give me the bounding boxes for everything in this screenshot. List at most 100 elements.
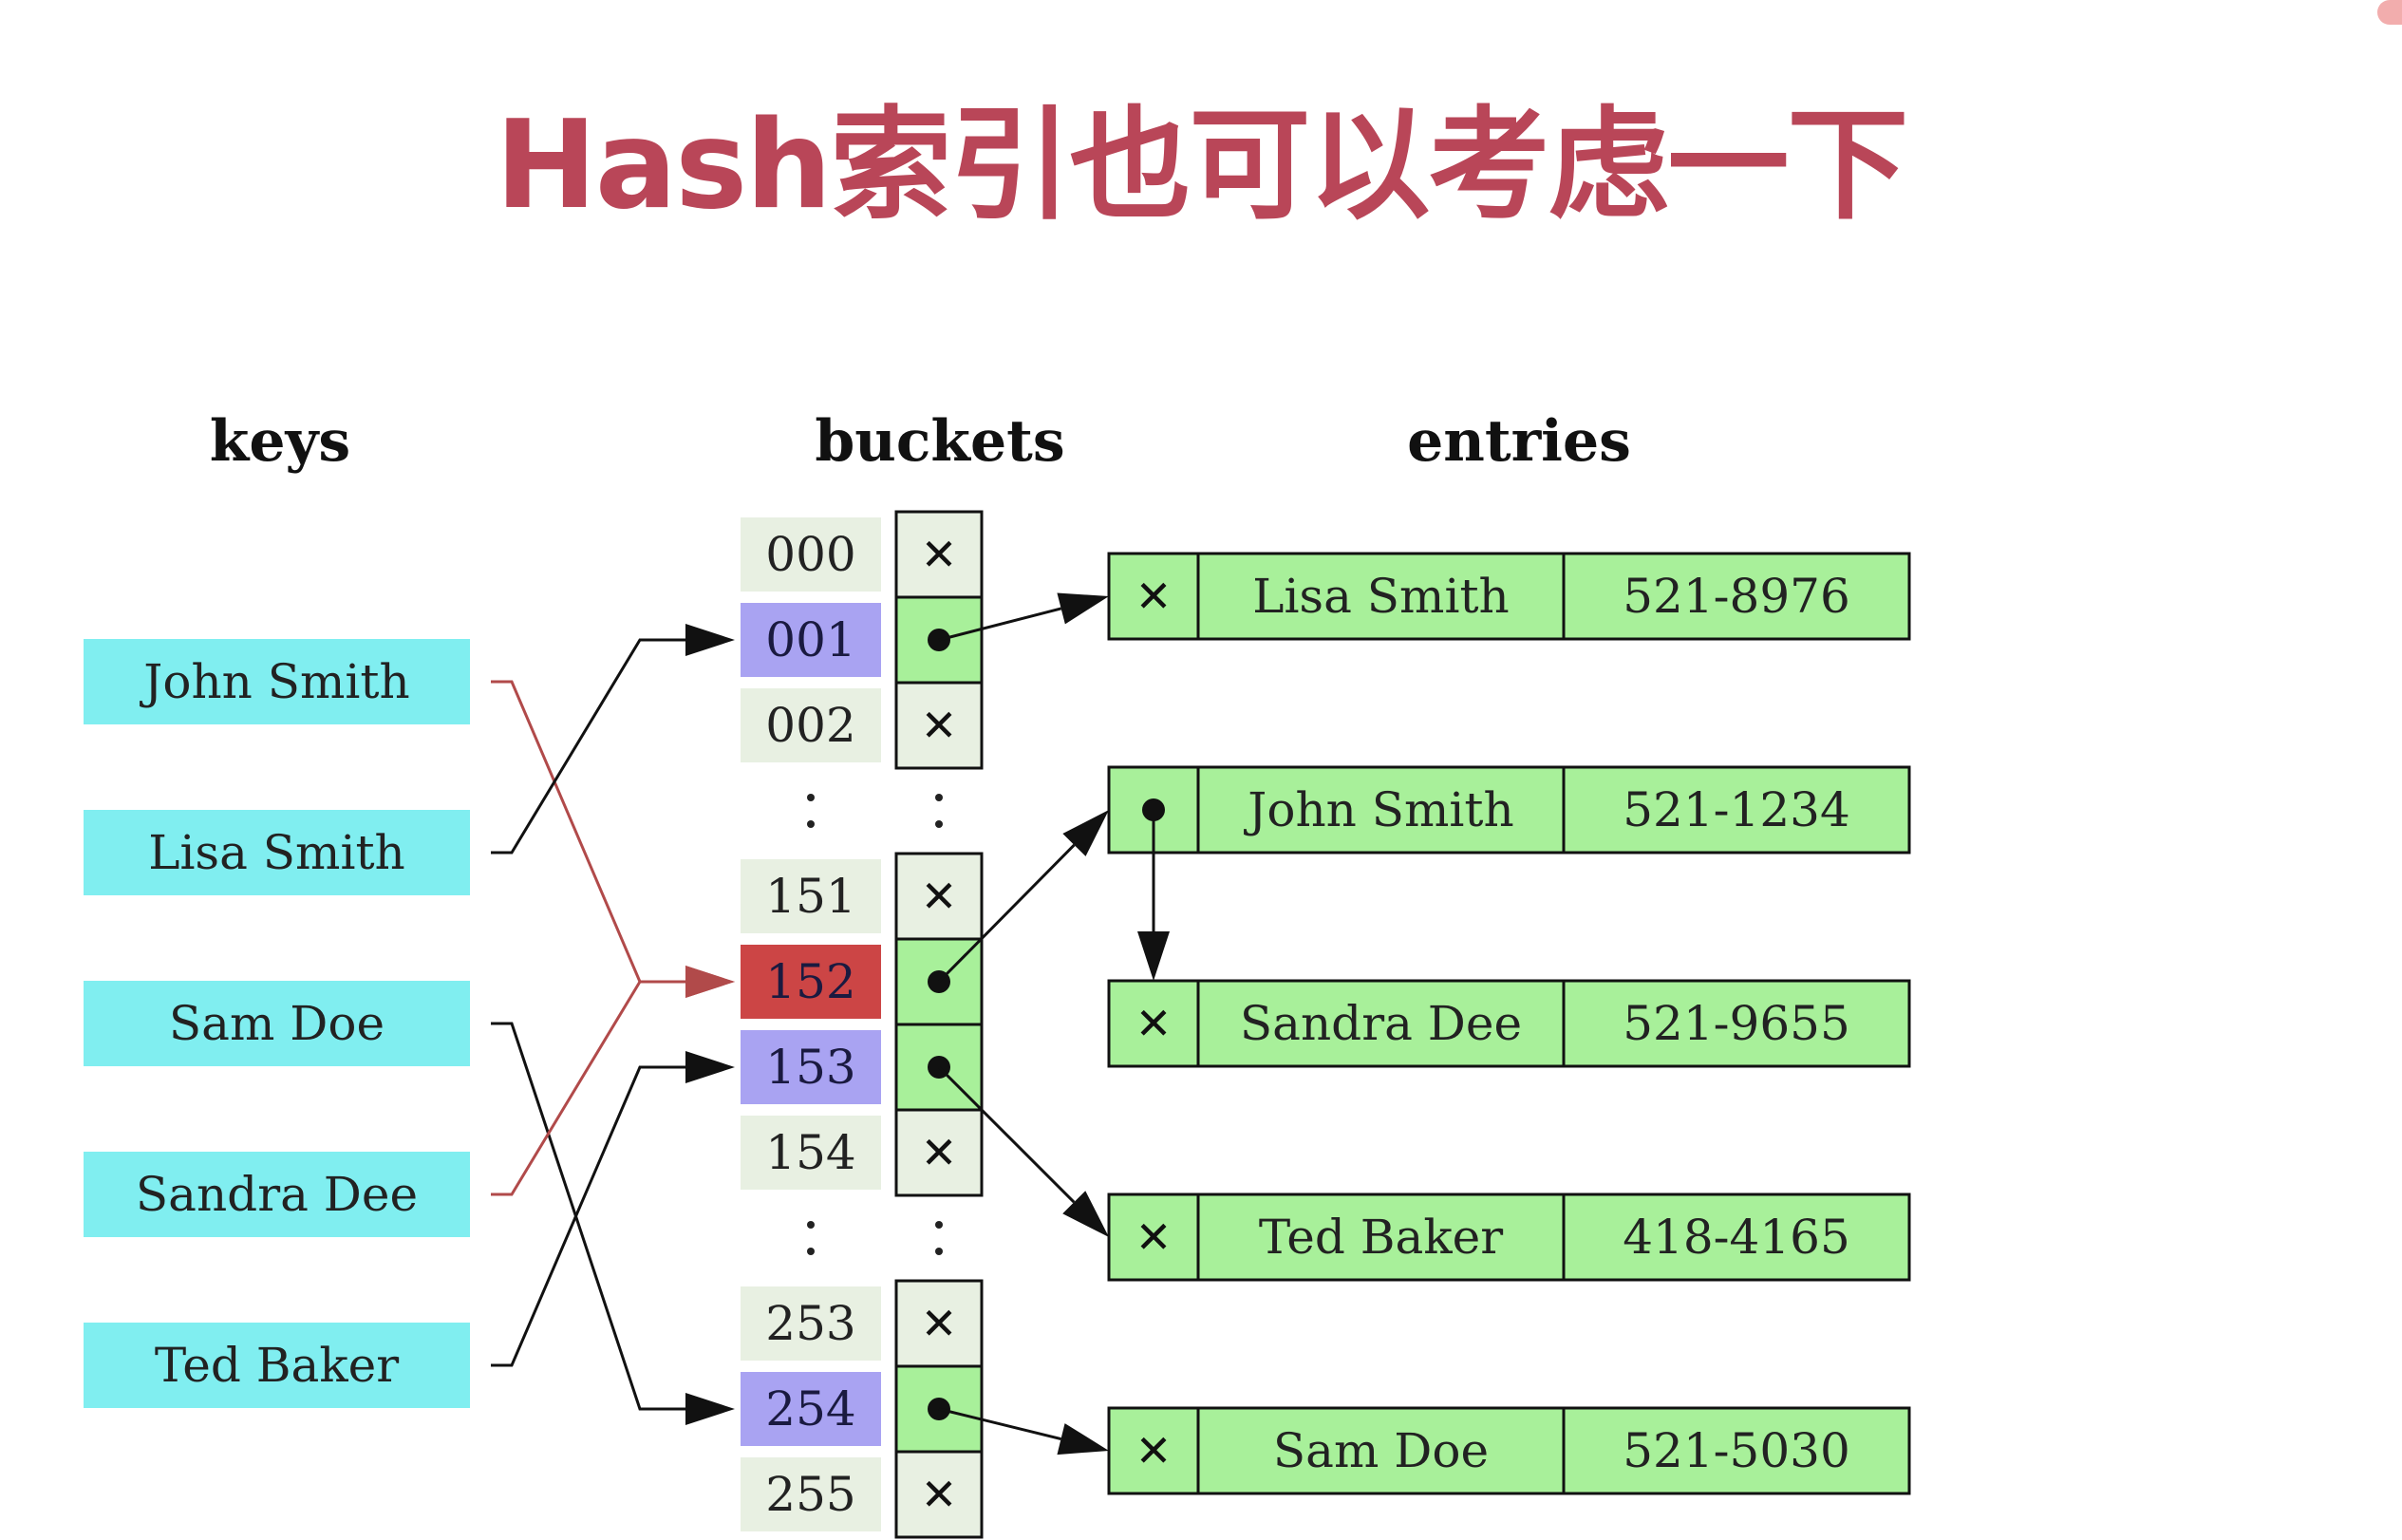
key-label: Sandra Dee bbox=[136, 1167, 418, 1222]
mapping-arrowhead bbox=[685, 624, 735, 656]
key-box bbox=[84, 810, 470, 895]
bucket-index-cell bbox=[741, 1286, 881, 1361]
bucket-index-cell bbox=[741, 859, 881, 933]
ellipsis-dot bbox=[807, 794, 815, 801]
bucket-index-label: 154 bbox=[765, 1125, 855, 1180]
bucket-index-label: 002 bbox=[765, 698, 855, 753]
bucket-pointer-cell bbox=[894, 681, 984, 770]
null-pointer-icon: ✕ bbox=[921, 1127, 958, 1178]
bucket-index-cell bbox=[741, 945, 881, 1019]
keys-header: keys bbox=[209, 408, 351, 475]
bucket-pointer-cell bbox=[894, 1279, 984, 1368]
mapping-arrowhead bbox=[685, 1051, 735, 1083]
mapping-line-sandra-dee bbox=[491, 980, 687, 1196]
key-label: John Smith bbox=[139, 654, 409, 709]
entry-phone: 521-8976 bbox=[1623, 569, 1850, 624]
bucket-index-label: 152 bbox=[765, 954, 855, 1009]
bucket-255: 255✕ bbox=[741, 1450, 984, 1539]
link-arrowhead bbox=[1062, 1191, 1109, 1237]
ellipsis-dot bbox=[807, 820, 815, 828]
bucket-001: 001 bbox=[741, 595, 984, 685]
entry-name: John Smith bbox=[1243, 782, 1513, 837]
entry-name: Sam Doe bbox=[1273, 1423, 1489, 1478]
bucket-index-label: 000 bbox=[765, 527, 855, 582]
link-line-153-to-ted-baker bbox=[937, 1065, 1076, 1204]
null-pointer-icon: ✕ bbox=[921, 529, 958, 580]
ellipsis-dot bbox=[935, 1248, 943, 1255]
bucket-253: 253✕ bbox=[741, 1279, 984, 1368]
entry-phone: 521-5030 bbox=[1623, 1423, 1850, 1478]
null-pointer-icon: ✕ bbox=[1135, 571, 1173, 622]
key-label: Lisa Smith bbox=[148, 825, 405, 880]
entry-name-cell bbox=[1196, 1406, 1566, 1495]
entry-name: Lisa Smith bbox=[1252, 569, 1510, 624]
bucket-153: 153 bbox=[741, 1023, 984, 1112]
entry-lisa-smith: ✕ Lisa Smith 521-8976 bbox=[1107, 552, 1911, 641]
key-lisa-smith: Lisa Smith bbox=[84, 810, 470, 895]
bucket-pointer-cell bbox=[894, 852, 984, 941]
link-arrowhead bbox=[1057, 1423, 1109, 1455]
link-line-001-to-lisa-smith bbox=[938, 607, 1062, 642]
bucket-index-cell bbox=[741, 1116, 881, 1190]
link-line-254-to-sam-doe bbox=[938, 1407, 1061, 1441]
entry-name-cell bbox=[1196, 552, 1566, 641]
bucket-index-label: 001 bbox=[765, 612, 855, 667]
bucket-151: 151 ✕ bbox=[741, 852, 984, 941]
ellipsis-dot bbox=[935, 794, 943, 801]
entry-phone: 521-9655 bbox=[1623, 996, 1850, 1051]
bucket-index-cell bbox=[741, 1030, 881, 1104]
bucket-pointer-cell bbox=[894, 1108, 984, 1197]
link-arrowhead bbox=[1062, 810, 1109, 856]
null-pointer-icon: ✕ bbox=[921, 1298, 958, 1349]
key-box bbox=[84, 1152, 470, 1237]
entry-name: Sandra Dee bbox=[1240, 996, 1522, 1051]
entry-ted-baker: ✕ Ted Baker 418-4165 bbox=[1107, 1193, 1911, 1282]
entry-phone-cell bbox=[1562, 979, 1911, 1068]
null-pointer-icon: ✕ bbox=[921, 871, 958, 922]
bucket-index-cell bbox=[741, 603, 881, 677]
bucket-ellipsis bbox=[807, 1221, 943, 1255]
entry-sandra-dee: ✕ Sandra Dee 521-9655 bbox=[1107, 979, 1911, 1068]
entry-phone-cell bbox=[1562, 1193, 1911, 1282]
null-pointer-icon: ✕ bbox=[1135, 1211, 1173, 1263]
entry-phone: 418-4165 bbox=[1623, 1210, 1850, 1265]
bucket-index-cell bbox=[741, 1372, 881, 1446]
bucket-index-label: 153 bbox=[765, 1040, 855, 1095]
bucket-000: 000 ✕ bbox=[741, 510, 984, 599]
link-line-152-to-john-smith bbox=[937, 843, 1076, 984]
ellipsis-dot bbox=[935, 1221, 943, 1229]
page-title: Hash索引也可以考虑一下 bbox=[495, 95, 1909, 236]
bucket-index-cell bbox=[741, 517, 881, 592]
ellipsis-dot bbox=[935, 820, 943, 828]
bucket-152: 152 bbox=[741, 937, 984, 1026]
ellipsis-dot bbox=[807, 1221, 815, 1229]
entry-next-cell bbox=[1107, 1193, 1200, 1282]
key-box bbox=[84, 981, 470, 1066]
key-sam-doe: Sam Doe bbox=[84, 981, 470, 1066]
key-label: Ted Baker bbox=[155, 1338, 399, 1393]
bucket-254: 254 bbox=[741, 1364, 984, 1454]
bucket-002: 002 ✕ bbox=[741, 681, 984, 770]
link-arrowhead bbox=[1057, 592, 1109, 625]
key-box bbox=[84, 639, 470, 724]
key-john-smith: John Smith bbox=[84, 639, 470, 724]
bucket-index-label: 255 bbox=[765, 1467, 855, 1522]
entries-header: entries bbox=[1407, 408, 1631, 475]
key-box bbox=[84, 1323, 470, 1408]
key-sandra-dee: Sandra Dee bbox=[84, 1152, 470, 1237]
link-arrowhead bbox=[1137, 931, 1170, 981]
bucket-ellipsis bbox=[807, 794, 943, 828]
entry-name: Ted Baker bbox=[1259, 1210, 1503, 1265]
key-label: Sam Doe bbox=[169, 996, 385, 1051]
mapping-line-ted-baker bbox=[491, 1065, 687, 1367]
null-pointer-icon: ✕ bbox=[1135, 1425, 1173, 1476]
mapping-arrowhead bbox=[685, 966, 735, 998]
bucket-index-cell bbox=[741, 1457, 881, 1531]
buckets-header: buckets bbox=[815, 408, 1065, 475]
mapping-line-sam-doe bbox=[491, 1022, 687, 1411]
bucket-index-label: 151 bbox=[765, 869, 855, 924]
null-pointer-icon: ✕ bbox=[921, 700, 958, 751]
null-pointer-icon: ✕ bbox=[1135, 998, 1173, 1049]
mapping-arrowhead bbox=[685, 1393, 735, 1425]
